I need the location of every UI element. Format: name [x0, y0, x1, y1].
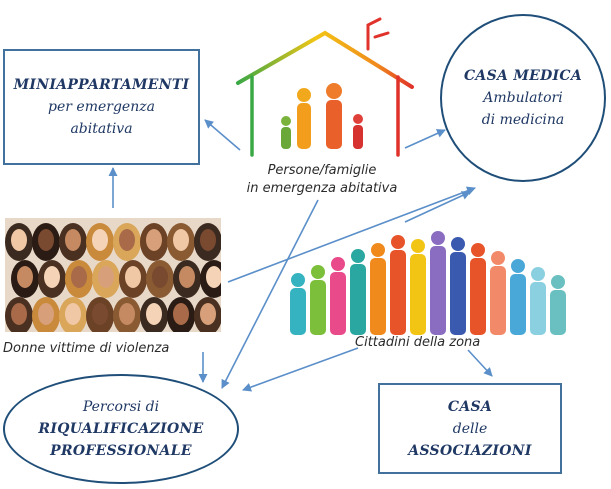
crowd-person-head: [471, 243, 485, 257]
miniappartamenti-title: MINIAPPARTAMENTI: [13, 77, 190, 93]
caption-persone-line2: in emergenza abitativa: [246, 181, 398, 196]
arrow-persone-to-percorsi: [221, 199, 319, 389]
citizens-crowd-illustration: [290, 231, 566, 335]
node-casa-associazioni: CASA delle ASSOCIAZIONI: [378, 383, 562, 474]
caption-cittadini: Cittadini della zona: [355, 335, 481, 350]
associazioni-line2: delle: [452, 420, 488, 437]
crowd-person-body: [350, 264, 366, 335]
family-figures: [281, 83, 363, 149]
crowd-person-head: [431, 231, 445, 245]
crowd-person-body: [370, 258, 386, 335]
crowd-person-head: [511, 259, 525, 273]
percorsi-line2: RIQUALIFICAZIONE: [38, 421, 204, 437]
crowd-person-body: [490, 266, 506, 335]
arrow-donne-to-casa-medica: [227, 186, 476, 283]
crowd-person-body: [530, 282, 546, 335]
face: [146, 303, 162, 325]
casa-medica-title: CASA MEDICA: [463, 68, 582, 84]
node-percorsi-riqualificazione: Percorsi di RIQUALIFICAZIONE PROFESSIONA…: [3, 374, 239, 484]
crowd-person-head: [531, 267, 545, 281]
face: [206, 266, 221, 288]
face: [179, 266, 195, 288]
face: [173, 229, 189, 251]
caption-persone-line1: Persone/famiglie: [267, 163, 377, 178]
face: [71, 266, 87, 288]
face: [44, 266, 60, 288]
face: [119, 303, 135, 325]
miniappartamenti-line2: per emergenza: [48, 99, 155, 115]
face: [146, 229, 162, 251]
crowd-person-body: [550, 290, 566, 335]
percorsi-line3: PROFESSIONALE: [50, 443, 192, 459]
face: [173, 303, 189, 325]
face: [152, 266, 168, 288]
caption-persone-famiglie: Persone/famiglie in emergenza abitativa: [222, 162, 422, 198]
face: [92, 229, 108, 251]
arrow-persone-to-miniappartamenti: [204, 119, 241, 151]
arrow-cittadini-to-percorsi: [242, 347, 359, 392]
house-family-illustration: [236, 17, 414, 157]
face: [92, 303, 108, 325]
casa-medica-line3: di medicina: [481, 112, 565, 128]
face: [11, 229, 27, 251]
face: [11, 303, 27, 325]
caption-donne-vittime: Donne vittime di violenza: [3, 340, 228, 358]
caption-cittadini-zona: Cittadini della zona: [355, 334, 535, 352]
face: [38, 229, 54, 251]
associazioni-line3: ASSOCIAZIONI: [408, 442, 532, 459]
arrow-cittadini-to-associazioni: [467, 349, 493, 377]
crowd-person-head: [351, 249, 365, 263]
crowd-person-body: [290, 288, 306, 335]
face: [98, 266, 114, 288]
face: [17, 266, 33, 288]
caption-donne: Donne vittime di violenza: [3, 341, 170, 356]
miniappartamenti-line3: abitativa: [70, 121, 133, 137]
crowd-person-head: [551, 275, 565, 289]
arrow-persone-to-casa-medica: [404, 129, 446, 149]
arrow-cittadini-to-casa-medica: [404, 191, 471, 223]
crowd-person-head: [331, 257, 345, 271]
face: [125, 266, 141, 288]
percorsi-line1: Percorsi di: [82, 399, 160, 415]
face: [65, 303, 81, 325]
crowd-person-head: [311, 265, 325, 279]
women-faces-illustration: [5, 218, 221, 332]
casa-medica-line2: Ambulatori: [483, 90, 563, 106]
crowd-person-head: [371, 243, 385, 257]
crowd-person-head: [491, 251, 505, 265]
crowd-person-head: [411, 239, 425, 253]
crowd-person-head: [451, 237, 465, 251]
crowd-person-body: [390, 250, 406, 335]
crowd-person-body: [330, 272, 346, 335]
crowd-person-body: [410, 254, 426, 335]
crowd-person-head: [291, 273, 305, 287]
face: [200, 229, 216, 251]
face: [38, 303, 54, 325]
associazioni-line1: CASA: [447, 398, 493, 415]
crowd-person-body: [310, 280, 326, 335]
crowd-person-head: [391, 235, 405, 249]
crowd-person-body: [510, 274, 526, 335]
face: [119, 229, 135, 251]
crowd-person-body: [430, 246, 446, 335]
node-casa-medica: CASA MEDICA Ambulatori di medicina: [440, 14, 606, 182]
crowd-person-body: [450, 252, 466, 335]
face: [200, 303, 216, 325]
node-miniappartamenti: MINIAPPARTAMENTI per emergenza abitativa: [3, 49, 200, 165]
crowd-person-body: [470, 258, 486, 335]
face: [65, 229, 81, 251]
